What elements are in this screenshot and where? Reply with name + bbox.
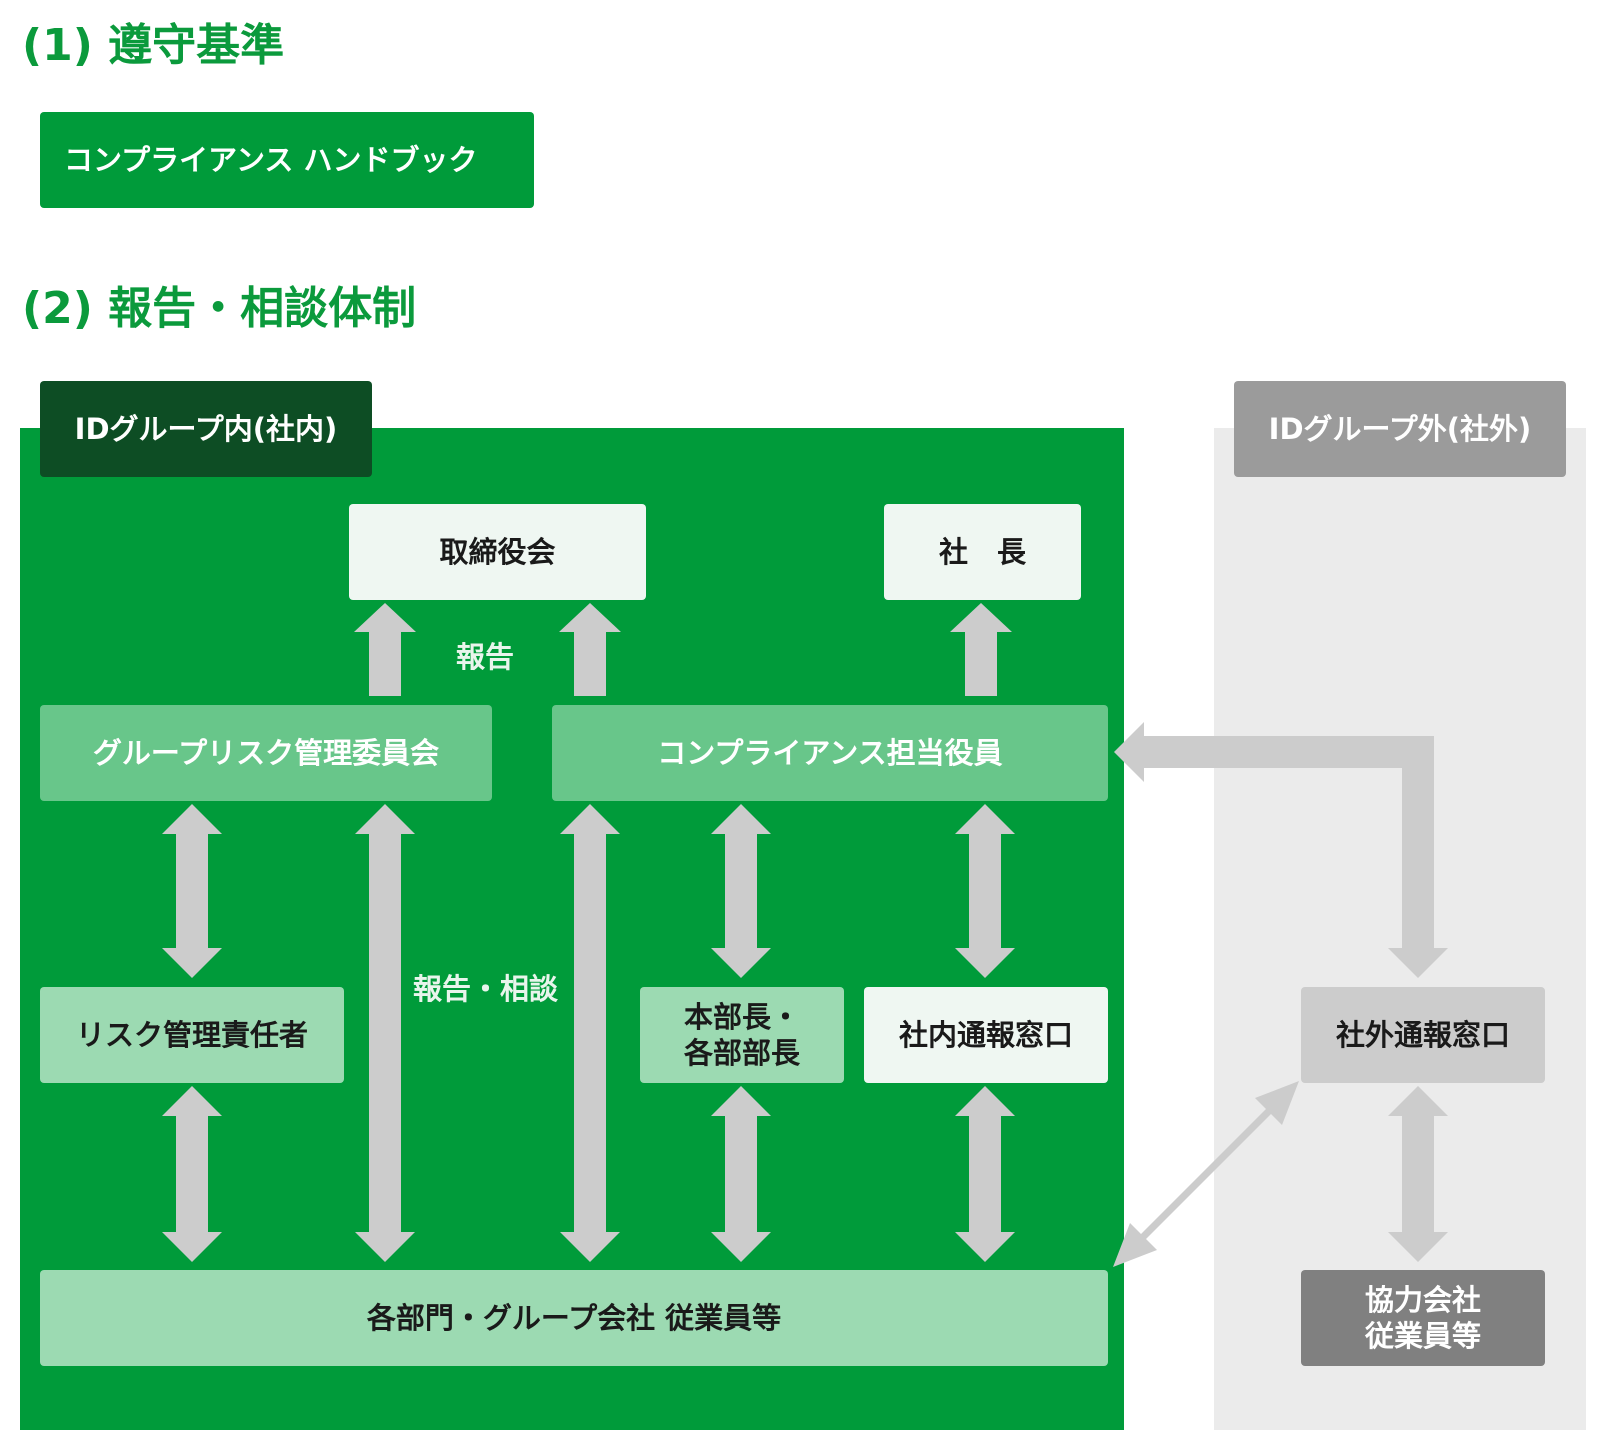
external-hotline-box: 社外通報窓口 bbox=[1301, 987, 1545, 1083]
board-of-directors-box: 取締役会 bbox=[349, 504, 646, 600]
arrow-up-board-left bbox=[354, 603, 416, 696]
division-heads-box: 本部長・ 各部部長 bbox=[640, 987, 844, 1083]
partner-employees-box: 協力会社 従業員等 bbox=[1301, 1270, 1545, 1366]
compliance-officer-box: コンプライアンス担当役員 bbox=[552, 705, 1108, 801]
arrow-double-officer-division bbox=[711, 804, 771, 978]
arrow-double-hotline-employees bbox=[955, 1086, 1015, 1262]
arrow-up-president bbox=[950, 603, 1012, 696]
inside-group-tab: IDグループ内(社内) bbox=[40, 381, 372, 477]
arrow-double-committee-riskmgr bbox=[162, 804, 222, 978]
internal-hotline-box: 社内通報窓口 bbox=[864, 987, 1108, 1083]
group-risk-committee-box: グループリスク管理委員会 bbox=[40, 705, 492, 801]
report-label: 報告 bbox=[456, 640, 515, 674]
arrow-double-division-employees bbox=[711, 1086, 771, 1262]
outside-group-panel bbox=[1214, 428, 1586, 1430]
arrow-double-officer-employees bbox=[560, 804, 620, 1262]
arrow-double-committee-employees bbox=[355, 804, 415, 1262]
president-box: 社 長 bbox=[884, 504, 1081, 600]
arrow-elbow-exthotline-officer bbox=[1114, 722, 1448, 978]
risk-manager-box: リスク管理責任者 bbox=[40, 987, 344, 1083]
employees-box: 各部門・グループ会社 従業員等 bbox=[40, 1270, 1108, 1366]
section1-heading: (1) 遵守基準 bbox=[22, 20, 285, 71]
arrow-diagonal-employees-exthotline bbox=[1113, 1081, 1299, 1267]
section2-heading: (2) 報告・相談体制 bbox=[22, 283, 417, 334]
arrow-up-board-right bbox=[559, 603, 621, 696]
arrow-double-exthotline-partners bbox=[1388, 1086, 1448, 1262]
compliance-handbook-button[interactable]: コンプライアンス ハンドブック bbox=[40, 112, 534, 208]
arrow-double-officer-hotline bbox=[955, 804, 1015, 978]
arrow-double-riskmgr-employees bbox=[162, 1086, 222, 1262]
report-consult-label: 報告・相談 bbox=[413, 972, 559, 1006]
outside-group-tab: IDグループ外(社外) bbox=[1234, 381, 1566, 477]
